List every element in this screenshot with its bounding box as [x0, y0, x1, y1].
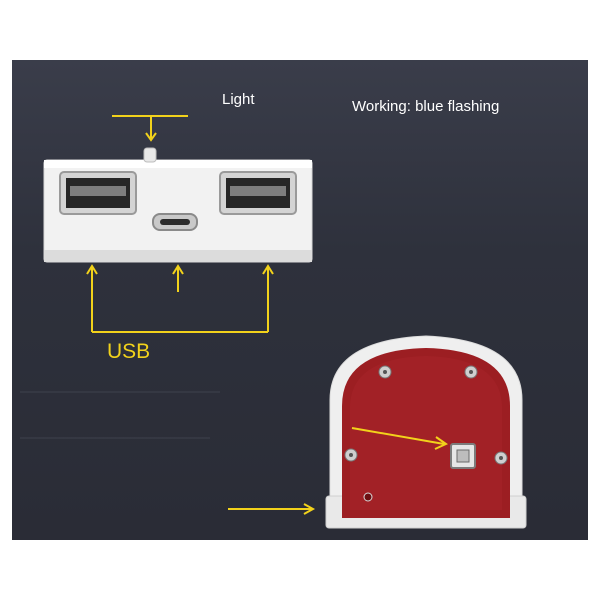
micro-usb-port-icon — [152, 213, 198, 231]
light-indicator-icon — [143, 147, 157, 163]
usb-a-port-icon — [219, 171, 297, 215]
switch-button-icon — [450, 443, 476, 469]
status-label: Working: blue flashing — [352, 98, 500, 115]
power-bank-back — [325, 335, 527, 529]
usb-label: USB — [107, 340, 151, 363]
screw-icon — [494, 451, 508, 465]
usb-a-port-icon — [59, 171, 137, 215]
power-bank-front — [43, 147, 313, 263]
screw-icon — [378, 365, 392, 379]
annotation-lines — [228, 427, 449, 515]
screw-icon — [344, 448, 358, 462]
reset-hole-icon — [363, 492, 373, 502]
annotation-lines — [86, 115, 274, 333]
light-label: Light — [222, 91, 255, 108]
screw-icon — [464, 365, 478, 379]
